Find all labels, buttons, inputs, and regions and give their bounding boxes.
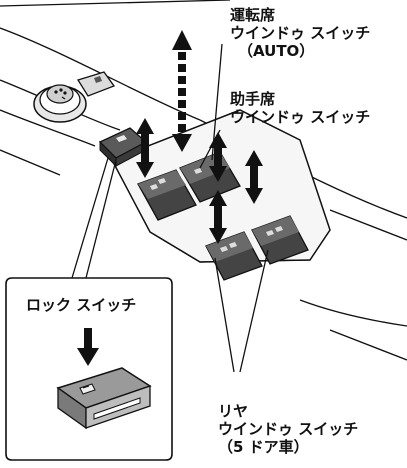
rear-right-window-switch [251, 215, 309, 265]
passenger-switch-line2: ウインドゥ スイッチ [230, 108, 371, 126]
lock-switch-title: ロック スイッチ [26, 296, 137, 314]
driver-switch-title: 運転席 [230, 6, 276, 24]
leader-lines [71, 43, 269, 373]
rear-left-window-switch [205, 231, 263, 281]
driver-switch-label: 運転席 ウインドゥ スイッチ （AUTO） [230, 6, 370, 60]
driver-switch-line2: ウインドゥ スイッチ [230, 24, 371, 42]
lock-switch-icon [56, 367, 152, 430]
rear-switch-line2: ウインドゥ スイッチ [218, 420, 359, 438]
lock-switch-callout [5, 277, 173, 461]
passenger-switch-title: 助手席 [230, 90, 276, 108]
rear-switch-label: リヤ ウインドゥ スイッチ （5 ドア車） [218, 402, 358, 456]
driver-switch-line3: （AUTO） [238, 42, 315, 60]
mirror-control-knob-icon [33, 71, 116, 123]
driver-window-switch [137, 169, 197, 221]
up-down-arrow-icon [136, 30, 263, 244]
lock-switch-label: ロック スイッチ [26, 296, 136, 314]
down-arrow-icon [77, 328, 99, 366]
passenger-switch-label: 助手席 ウインドゥ スイッチ [230, 90, 370, 126]
rear-switch-title: リヤ [218, 402, 249, 420]
rear-switch-line3: （5 ドア車） [218, 438, 309, 456]
